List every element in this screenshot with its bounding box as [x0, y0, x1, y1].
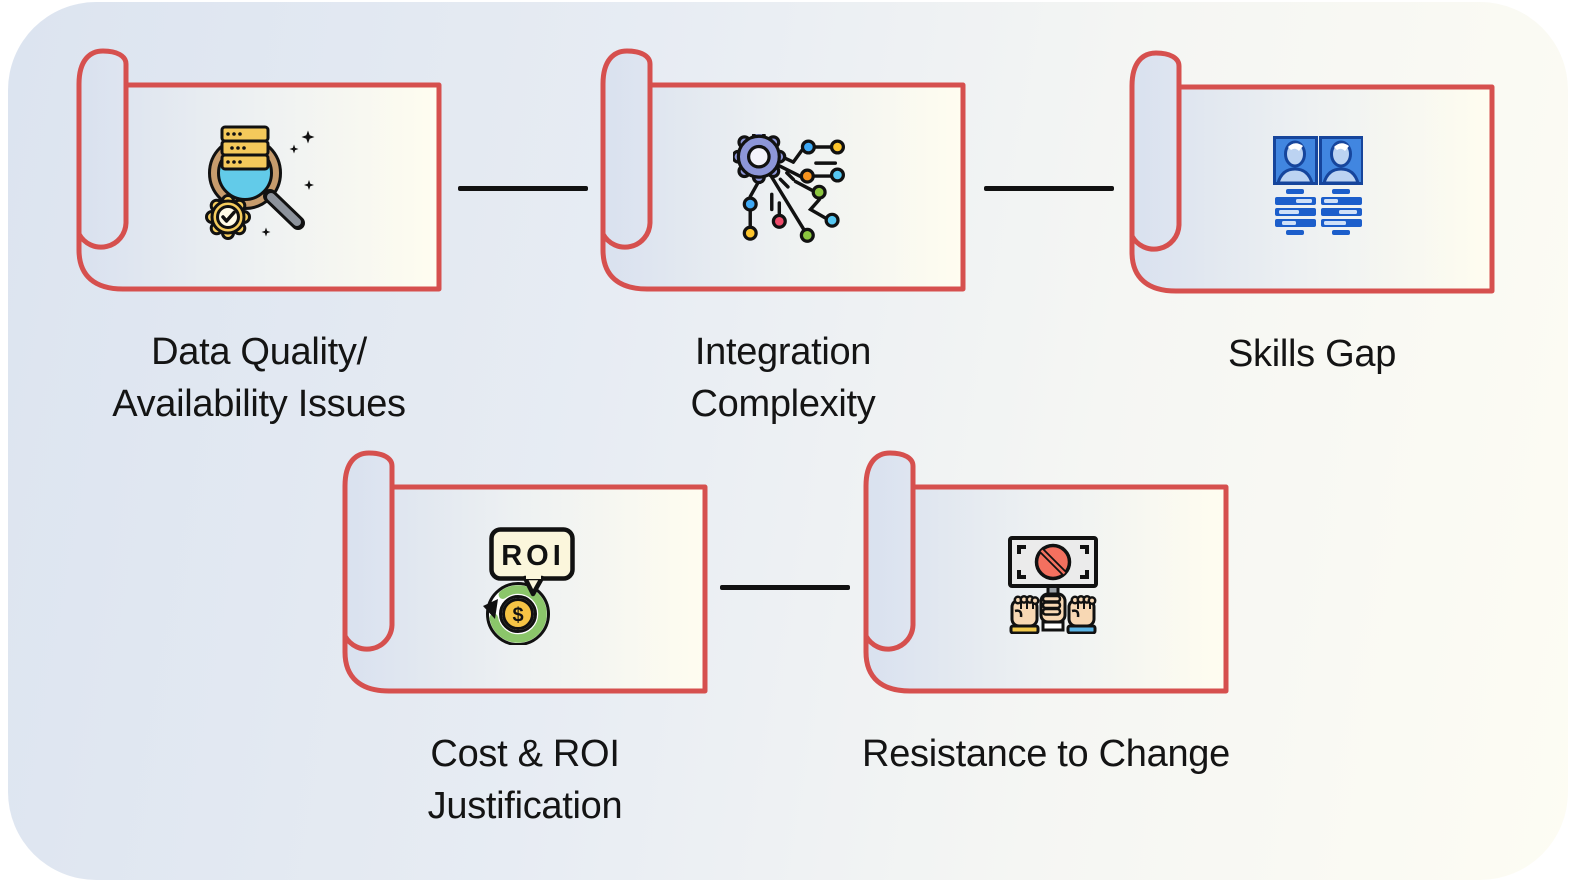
- gear-circuit-icon: [733, 134, 845, 243]
- connector-line-2: [984, 186, 1114, 191]
- corner-brackets: [1017, 545, 1089, 579]
- raised-fist-left: [1009, 594, 1040, 634]
- scroll-banner-shape: [600, 48, 966, 292]
- label-line: Justification: [427, 785, 623, 827]
- protest-sign-fists-icon: [1008, 536, 1098, 634]
- card-integration-complexity: Integration Complexity: [599, 48, 967, 425]
- connector-line-1: [458, 186, 588, 191]
- sparkle-icons: [261, 130, 315, 237]
- gripping-hand: [1039, 592, 1067, 632]
- card-label-cost-roi: Cost & ROI Justification: [305, 728, 745, 832]
- roi-text: ROI: [501, 540, 565, 572]
- connector-line-3: [720, 585, 850, 590]
- roi-money-cycle-icon: $ ROI: [483, 527, 575, 645]
- label-line: Data Quality/: [151, 331, 367, 373]
- label-line: Integration: [694, 331, 872, 373]
- card-skills-gap: Skills Gap: [1128, 50, 1496, 375]
- candidate-profiles-icon: [1273, 136, 1363, 235]
- label-line: Availability Issues: [112, 383, 406, 425]
- card-resistance: Resistance to Change: [862, 450, 1230, 775]
- card-label-integration: Integration Complexity: [563, 326, 1003, 430]
- card-label-data-quality: Data Quality/ Availability Issues: [39, 326, 479, 430]
- card-cost-roi: $ ROI Cost & ROI Justification: [341, 450, 709, 827]
- dollar-sign: $: [512, 605, 523, 627]
- raised-fist-right: [1066, 594, 1097, 634]
- card-label-resistance: Resistance to Change: [826, 728, 1266, 780]
- label-line: Cost & ROI: [430, 733, 620, 775]
- arrowhead: [483, 599, 498, 619]
- card-label-skills-gap: Skills Gap: [1092, 328, 1532, 380]
- card-data-quality: Data Quality/ Availability Issues: [75, 48, 443, 425]
- label-line: Skills Gap: [1227, 333, 1397, 375]
- database-search-magnifier-icon: [205, 125, 315, 240]
- label-line: Resistance to Change: [862, 733, 1230, 775]
- label-line: Complexity: [690, 383, 876, 425]
